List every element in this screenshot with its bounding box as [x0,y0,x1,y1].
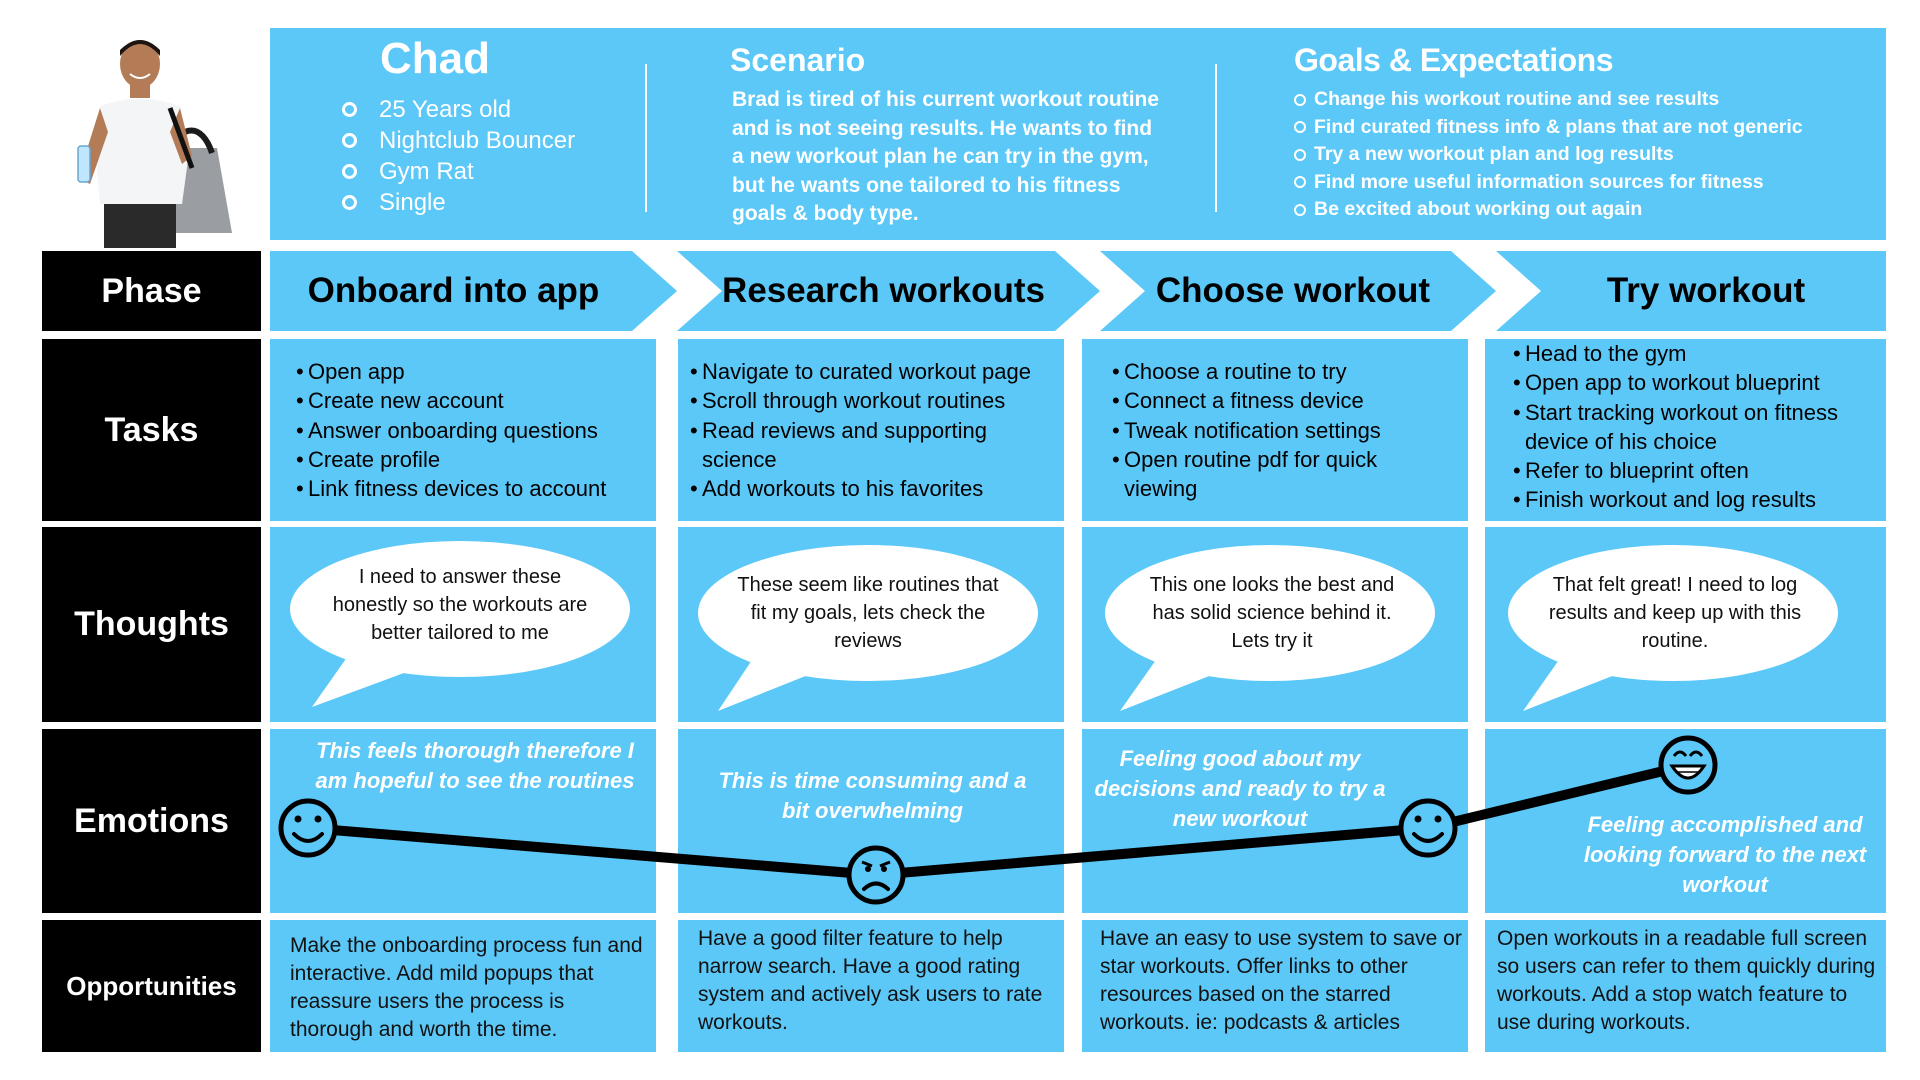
task-item: Connect a fitness device [1112,386,1468,416]
thought-cell: I need to answer these honestly so the w… [270,527,656,722]
task-list: Head to the gym Open app to workout blue… [1513,339,1886,515]
task-item: Read reviews and supporting science [690,416,1022,475]
task-item: Open app [296,357,656,387]
tasks-cell: Head to the gym Open app to workout blue… [1485,339,1886,521]
persona-trait: Nightclub Bouncer [342,125,575,156]
scenario-text: Brad is tired of his current workout rou… [732,88,1160,225]
bullet-ring-icon [1294,93,1306,106]
task-item: Head to the gym [1513,339,1886,369]
task-item: Navigate to curated workout page [690,357,1064,387]
emotion-text: Feeling accomplished and looking forward… [1583,812,1867,897]
emotion-line [303,760,1693,880]
phase-try: Try workout [1496,251,1886,331]
tasks-cell: Open app Create new account Answer onboa… [270,339,656,521]
phase-choose: Choose workout [1100,251,1496,331]
tasks-cell: Navigate to curated workout page Scroll … [678,339,1064,521]
task-item: Create new account [296,386,656,416]
smile-icon [1398,798,1458,858]
persona-traits: 25 Years old Nightclub Bouncer Gym Rat S… [342,94,575,218]
task-item: Finish workout and log results [1513,485,1886,515]
thought-cell: That felt great! I need to log results a… [1485,527,1886,722]
thought-text: This one looks the best and has solid sc… [1149,574,1395,652]
thought-text: I need to answer these honestly so the w… [332,566,588,644]
task-item: Add workouts to his favorites [690,474,1064,504]
thought-cell: This one looks the best and has solid sc… [1082,527,1468,722]
bullet-ring-icon [1294,203,1306,216]
thought-cell: These seem like routines that fit my goa… [678,527,1064,722]
opportunity-text: Open workouts in a readable full screen … [1497,927,1876,1034]
goal-item: Try a new workout plan and log results [1294,141,1803,169]
speech-bubble-icon [698,545,1038,711]
row-label-tasks: Tasks [42,339,261,521]
emotion-text: Feeling good about my decisions and read… [1094,746,1386,831]
opportunity-cell: Make the onboarding process fun and inte… [270,920,656,1052]
opportunity-cell: Have a good filter feature to help narro… [678,920,1064,1052]
opportunity-cell: Have an easy to use system to save or st… [1082,920,1468,1052]
task-item: Start tracking workout on fitness device… [1513,398,1875,457]
task-item: Open routine pdf for quick viewing [1112,445,1424,504]
task-list: Choose a routine to try Connect a fitnes… [1112,357,1468,503]
thought-text: These seem like routines that fit my goa… [737,574,999,652]
persona-trait: Single [342,187,575,218]
persona-trait: Gym Rat [342,156,575,187]
tasks-cell: Choose a routine to try Connect a fitnes… [1082,339,1468,521]
speech-bubble-icon [1105,545,1435,711]
header-divider [1215,64,1217,212]
speech-bubble-icon [290,541,630,707]
persona-header: Chad 25 Years old Nightclub Bouncer Gym … [270,28,1886,240]
row-label-thoughts: Thoughts [42,527,261,722]
goal-item: Change his workout routine and see resul… [1294,86,1803,114]
task-item: Tweak notification settings [1112,416,1468,446]
persona-figure [77,40,232,248]
row-label-emotions: Emotions [42,729,261,913]
persona-photo [42,28,264,250]
task-list: Open app Create new account Answer onboa… [296,357,656,504]
task-item: Answer onboarding questions [296,416,656,446]
thought-text: That felt great! I need to log results a… [1548,574,1802,652]
smile-icon [278,798,338,858]
phase-label: Choose workout [1155,271,1431,310]
opportunity-text: Have an easy to use system to save or st… [1100,927,1462,1034]
bullet-ring-icon [342,195,357,210]
task-item: Scroll through workout routines [690,386,1064,416]
goal-item: Find more useful information sources for… [1294,169,1803,197]
phase-label: Onboard into app [307,271,600,310]
persona-name: Chad [380,34,490,83]
row-label-phase: Phase [42,251,261,331]
task-list: Navigate to curated workout page Scroll … [690,357,1064,504]
goal-item: Be excited about working out again [1294,196,1803,224]
bullet-ring-icon [342,102,357,117]
task-item: Refer to blueprint often [1513,456,1886,486]
phase-onboard: Onboard into app [270,251,677,331]
bullet-ring-icon [1294,121,1306,134]
phase-research: Research workouts [677,251,1100,331]
opportunity-text: Make the onboarding process fun and inte… [290,934,643,1041]
opportunity-text: Have a good filter feature to help narro… [698,927,1043,1034]
goal-item: Find curated fitness info & plans that a… [1294,114,1803,142]
bullet-ring-icon [342,164,357,179]
task-item: Create profile [296,445,656,475]
grin-icon [1658,735,1718,795]
bullet-ring-icon [1294,176,1306,189]
goals-title: Goals & Expectations [1294,42,1613,78]
task-item: Choose a routine to try [1112,357,1468,387]
goals-list: Change his workout routine and see resul… [1294,86,1803,224]
bullet-ring-icon [342,133,357,148]
row-label-opportunities: Opportunities [42,920,261,1052]
phase-label: Research workouts [722,271,1045,310]
header-divider [645,64,647,212]
speech-bubble-icon [1508,545,1838,711]
task-item: Open app to workout blueprint [1513,368,1886,398]
persona-trait: 25 Years old [342,94,575,125]
sad-icon [846,845,906,905]
scenario-title: Scenario [730,42,866,78]
emotion-text: This feels thorough therefore I am hopef… [315,738,635,793]
phase-label: Try workout [1606,271,1806,310]
bullet-ring-icon [1294,148,1306,161]
emotion-text: This is time consuming and a bit overwhe… [718,768,1027,823]
task-item: Link fitness devices to account [296,474,656,504]
opportunity-cell: Open workouts in a readable full screen … [1485,920,1886,1052]
